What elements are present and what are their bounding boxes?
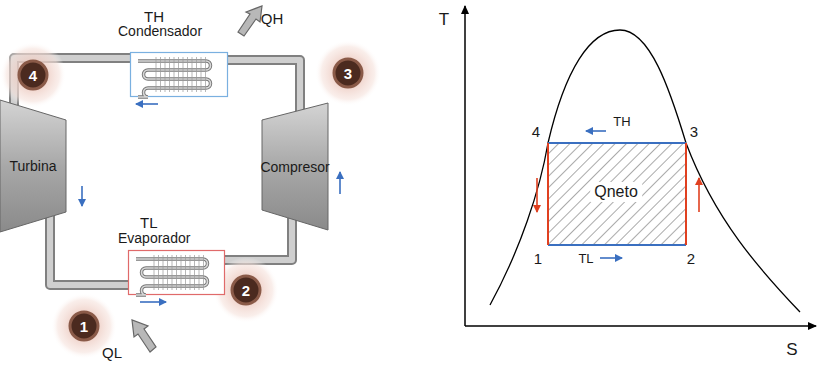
temperature-label: TL (578, 251, 593, 266)
heat-label: QH (261, 10, 284, 27)
flow-arrow (82, 104, 340, 302)
component-name: Evaporador (118, 230, 190, 246)
heat-label: QL (102, 344, 122, 361)
state-marker (0, 40, 381, 359)
hx-shape (128, 250, 225, 295)
callout-number: 2 (242, 282, 250, 299)
temperature-label: TH (613, 114, 630, 129)
pipe (225, 218, 292, 260)
component-name: Condensador (118, 23, 202, 39)
component-name: Compresor (260, 159, 329, 175)
axis-label: T (439, 10, 449, 30)
temperature-label: TL (140, 214, 158, 231)
compressor: Compresor (262, 103, 328, 230)
callout-number: 4 (29, 67, 37, 84)
hx-shape (130, 52, 228, 97)
axis-label: S (786, 340, 797, 360)
net-heat-label: Qneto (590, 182, 642, 202)
turbine: Turbina (0, 100, 66, 232)
callout-number: 3 (344, 65, 352, 82)
heat-exchanger: THCondensador (130, 52, 228, 97)
heat-exchanger: TLEvaporador (128, 250, 225, 295)
component-name: Turbina (10, 158, 57, 174)
state-point: 4 (532, 123, 540, 140)
pipe (228, 60, 300, 112)
state-point: 1 (534, 250, 542, 267)
state-point: 2 (687, 250, 695, 267)
temperature-label: TH (144, 8, 164, 25)
ts-chart (465, 6, 816, 326)
state-point: 3 (690, 123, 698, 140)
callout-number: 1 (80, 318, 88, 335)
pipe (50, 216, 128, 285)
